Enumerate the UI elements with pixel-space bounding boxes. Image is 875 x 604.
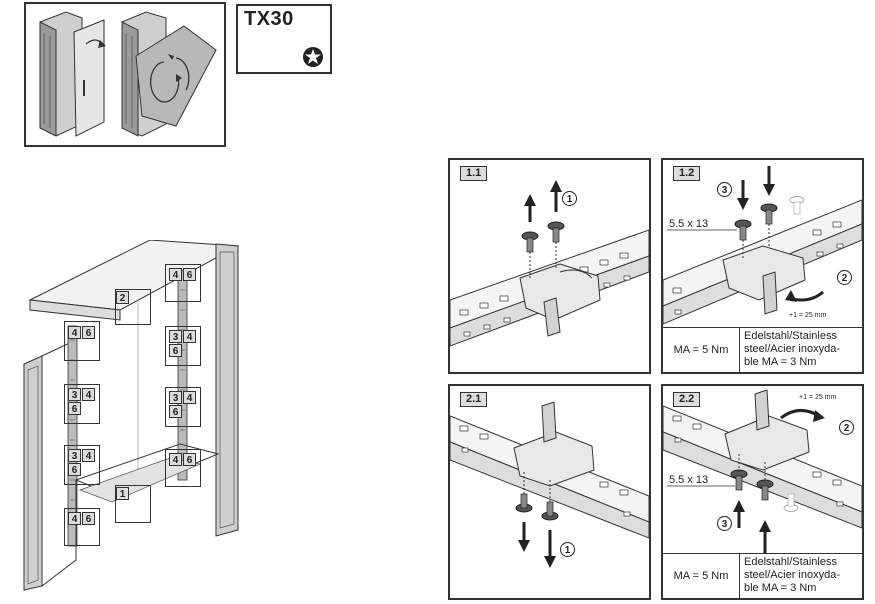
- tag-4: 4: [68, 326, 81, 339]
- tag-3: 3: [169, 391, 182, 404]
- torque-stainless: Edelstahl/Stainless steel/Acier inoxyda-…: [740, 328, 862, 372]
- detail-box-upper-left: [64, 321, 100, 361]
- torque-stainless-line-2: steel/Acier inoxyda-: [744, 569, 840, 581]
- offset-label: +1 = 25 mm: [789, 312, 827, 319]
- detail-box-mid-left-b: [64, 445, 100, 485]
- tag-6: 6: [169, 344, 182, 357]
- callout-2: 2: [839, 420, 854, 435]
- rail-bracket-illustration: [663, 166, 862, 325]
- torque-stainless-line-1: Edelstahl/Stainless: [744, 330, 837, 342]
- step-label: 2.1: [460, 392, 488, 407]
- frame-overview-illustration: [23, 240, 240, 591]
- step-label: 1.2: [673, 166, 701, 181]
- tag-6: 6: [68, 463, 81, 476]
- rail-bracket-illustration: [663, 389, 862, 554]
- callout-1: 1: [560, 542, 575, 557]
- torque-stainless: Edelstahl/Stainless steel/Acier inoxyda-…: [740, 554, 862, 598]
- tag-3: 3: [68, 388, 81, 401]
- door-removal-figure: [24, 2, 226, 147]
- tag-4: 4: [68, 512, 81, 525]
- tag-1: 1: [116, 487, 129, 500]
- detail-box-lower-right: [165, 449, 201, 487]
- step-2-1-panel: 2.1 1: [448, 384, 651, 600]
- detail-box-2: [115, 289, 151, 325]
- tag-6: 6: [169, 405, 182, 418]
- callout-3: 3: [717, 182, 732, 197]
- tag-3: 3: [68, 449, 81, 462]
- rail-bracket-illustration: [450, 180, 649, 347]
- screw-dimension: 5.5 x 13: [669, 218, 709, 230]
- offset-label: +1 = 25 mm: [799, 394, 837, 401]
- tag-6: 6: [183, 453, 196, 466]
- tag-3: 3: [169, 330, 182, 343]
- tag-6: 6: [82, 512, 95, 525]
- torque-stainless-line-1: Edelstahl/Stainless: [744, 556, 837, 568]
- tag-6: 6: [183, 268, 196, 281]
- frame-overview: 4 6 2 4 6 3 4 6 3 4 6 3 4 6 3 4 6 4 6 1 …: [20, 240, 244, 594]
- detail-box-mid-left-a: [64, 384, 100, 424]
- step-1-2-panel: 1.2 3 2 5.5 x 13 +1 = 25 mm MA = 5 Nm Ed…: [661, 158, 864, 374]
- callout-2: 2: [837, 270, 852, 285]
- callout-1: 1: [562, 191, 577, 206]
- tag-4: 4: [82, 449, 95, 462]
- detail-box-mid-right-b: [165, 387, 201, 427]
- screw-dimension: 5.5 x 13: [669, 474, 709, 486]
- detail-box-upper-right: [165, 264, 201, 302]
- detail-box-lower-left: [64, 508, 100, 546]
- tool-label: TX30: [244, 8, 294, 30]
- step-label: 2.2: [673, 392, 701, 407]
- tag-4: 4: [169, 453, 182, 466]
- torque-stainless-line-3: ble MA = 3 Nm: [744, 356, 817, 368]
- tag-4: 4: [183, 391, 196, 404]
- torque-standard: MA = 5 Nm: [663, 328, 740, 372]
- tag-6: 6: [68, 402, 81, 415]
- cabinet-door-illustration: [39, 11, 217, 137]
- tag-4: 4: [183, 330, 196, 343]
- tool-spec-box: TX30: [236, 4, 332, 74]
- tag-4: 4: [169, 268, 182, 281]
- tag-4: 4: [82, 388, 95, 401]
- torque-spec-row: MA = 5 Nm Edelstahl/Stainless steel/Acie…: [663, 553, 862, 598]
- torx-star-icon: [303, 47, 323, 67]
- tag-2: 2: [116, 291, 129, 304]
- callout-3: 3: [717, 516, 732, 531]
- step-2-2-panel: 2.2 3 2 5.5 x 13 +1 = 25 mm MA = 5 Nm Ed…: [661, 384, 864, 600]
- detail-box-1: [115, 485, 151, 523]
- torque-stainless-line-2: steel/Acier inoxyda-: [744, 343, 840, 355]
- torque-spec-row: MA = 5 Nm Edelstahl/Stainless steel/Acie…: [663, 327, 862, 372]
- torque-standard: MA = 5 Nm: [663, 554, 740, 598]
- detail-box-mid-right-a: [165, 326, 201, 366]
- step-label: 1.1: [460, 166, 488, 181]
- step-1-1-panel: 1.1 1: [448, 158, 651, 374]
- torque-stainless-line-3: ble MA = 3 Nm: [744, 582, 817, 594]
- tag-6: 6: [82, 326, 95, 339]
- rail-bracket-illustration: [450, 401, 649, 568]
